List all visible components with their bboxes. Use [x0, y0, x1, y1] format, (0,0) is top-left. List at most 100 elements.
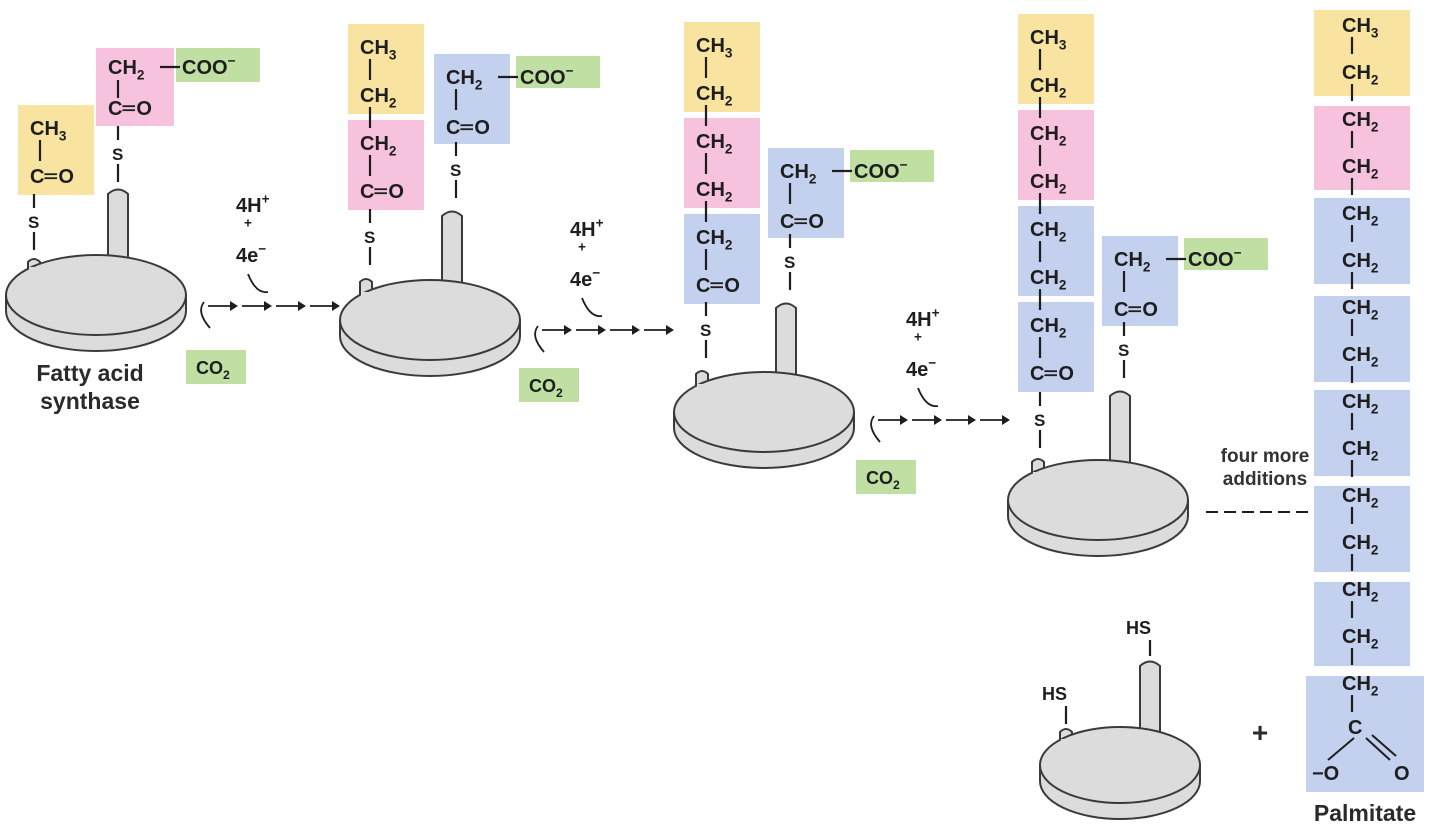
loss-1-co2: CO2 [529, 376, 563, 400]
palmitate-group-9: CH2 [1342, 438, 1379, 464]
chain-2-group-3: CH2 [696, 179, 733, 205]
palmitate-carboxyl-o-minus: −O [1312, 763, 1339, 785]
chain-3-box-0 [1018, 14, 1094, 104]
reduction-2-arrowhead-1 [934, 415, 942, 425]
enzyme-1-short-arm-join [361, 292, 371, 300]
chain-3-box-6 [1018, 302, 1094, 392]
reduction-1-4h: 4H+ [570, 216, 604, 241]
chain-1-box-2 [348, 120, 424, 210]
enzyme-2 [673, 302, 855, 469]
reduction-0-arrowhead-2 [298, 301, 306, 311]
enzyme-1-body [339, 279, 521, 377]
reduction-2-arrowhead-0 [900, 415, 908, 425]
enzyme-free-rim [1039, 764, 1201, 804]
chain-0-carbonyl-1-oxygen: O [58, 166, 74, 188]
chain-3-s-sulfur: S [1034, 411, 1045, 430]
malonyl-1-coo-box [516, 56, 600, 88]
malonyl-1-carbonyl-oxygen: O [474, 117, 490, 139]
chain-3-group-4: CH2 [1030, 219, 1067, 245]
enzyme-free-short-arm-join [1061, 739, 1071, 747]
chain-3-box-2 [1018, 110, 1094, 200]
palmitate-box-0 [1314, 10, 1410, 96]
malonyl-2-ch2: CH2 [780, 161, 817, 187]
enzyme-2-long-arm-join [777, 384, 795, 392]
malonyl-2-coo-box [850, 150, 934, 182]
reduction-2-arrowhead-2 [968, 415, 976, 425]
malonyl-3-ch2: CH2 [1114, 249, 1151, 275]
enzyme-0-body [5, 254, 187, 352]
malonyl-0-coo-box [176, 48, 260, 82]
enzyme-3-rim [1007, 499, 1189, 541]
enzyme-0-rim [5, 294, 187, 336]
enzyme-3-short-arm-join [1033, 472, 1043, 480]
reduction-1-plus: + [578, 240, 586, 255]
enzyme-2-body [673, 371, 855, 469]
loss-1-co2-box [519, 368, 579, 402]
enzyme-2-short-arm-join [697, 384, 707, 392]
malonyl-2-carbonyl: C [780, 211, 794, 233]
chain-1-box-0 [348, 24, 424, 114]
palmitate-carboxyl-bond-double-a [1365, 737, 1391, 761]
chain-3-group-3: CH2 [1030, 171, 1067, 197]
reduction-1-arrowhead-0 [564, 325, 572, 335]
malonyl-0-ch2: CH2 [108, 57, 145, 83]
enzyme-1 [339, 210, 521, 377]
enzyme-free-long-arm-join [1141, 739, 1159, 747]
enzyme-1-long-arm-join [443, 292, 461, 300]
palmitate-group-6: CH2 [1342, 297, 1379, 323]
palmitate-group-13: CH2 [1342, 626, 1379, 652]
reduction-1-arrowhead-1 [598, 325, 606, 335]
enzyme-1-long-arm [441, 210, 463, 296]
palmitate-group-2: CH2 [1342, 109, 1379, 135]
chain-1-group-2: CH2 [360, 133, 397, 159]
malonyl-3-coo-box [1184, 238, 1268, 270]
palmitate-box-1 [1314, 106, 1410, 190]
reduction-0-arrowhead-0 [230, 301, 238, 311]
reduction-0-curve [247, 273, 269, 294]
palmitate-group-7: CH2 [1342, 344, 1379, 370]
chain-3-group-2: CH2 [1030, 123, 1067, 149]
malonyl-0-box [96, 48, 174, 126]
palmitate-group-1: CH2 [1342, 62, 1379, 88]
palmitate-carboxyl-o: O [1394, 763, 1410, 785]
malonyl-1-ch2: CH2 [446, 67, 483, 93]
palmitate-group-10: CH2 [1342, 485, 1379, 511]
chain-2-carbonyl-5: C [696, 275, 710, 297]
reduction-2-4e: 4e− [906, 356, 936, 381]
reduction-1-arrowhead-2 [632, 325, 640, 335]
malonyl-0-carbonyl-oxygen: O [136, 98, 152, 120]
enzyme-2-long-arm [775, 302, 797, 388]
palmitate-group-8: CH2 [1342, 391, 1379, 417]
chain-3-group-0: CH3 [1030, 27, 1067, 53]
chain-1-carbonyl-3: C [360, 181, 374, 203]
chain-1-carbonyl-3-oxygen: O [388, 181, 404, 203]
palmitate-box-2 [1314, 198, 1410, 284]
enzyme-3-long-arm [1109, 390, 1131, 476]
malonyl-3-coo: COO− [1188, 246, 1242, 271]
palmitate-group-14: CH2 [1342, 673, 1379, 699]
chain-3-carbonyl-7-oxygen: O [1058, 363, 1074, 385]
reduction-0-arrowhead-3 [332, 301, 340, 311]
reduction-0-arrowhead-1 [264, 301, 272, 311]
palmitate-box-3 [1314, 296, 1410, 382]
reduction-2-arrowhead-3 [1002, 415, 1010, 425]
chain-1-s-sulfur: S [364, 228, 375, 247]
chain-1-group-0: CH3 [360, 37, 397, 63]
malonyl-3-carbonyl-oxygen: O [1142, 299, 1158, 321]
palmitate-group-0: CH3 [1342, 15, 1379, 41]
palmitate-label: Palmitate [1313, 800, 1417, 826]
malonyl-2-s-sulfur: S [784, 253, 795, 272]
reduction-2-plus: + [914, 330, 922, 345]
enzyme-3-body [1007, 459, 1189, 557]
palmitate-carboxyl-bond-single [1327, 737, 1355, 761]
four-more-additions-label: four more additions [1220, 446, 1310, 490]
palmitate-group-12: CH2 [1342, 579, 1379, 605]
chain-2-s-sulfur: S [700, 321, 711, 340]
palmitate-group-4: CH2 [1342, 203, 1379, 229]
loss-2-co2-box [856, 460, 916, 494]
enzyme-free-body [1039, 726, 1201, 820]
malonyl-1-coo: COO− [520, 64, 574, 89]
chain-2-group-1: CH2 [696, 83, 733, 109]
palmitate-carboxyl-c: C [1348, 717, 1362, 739]
